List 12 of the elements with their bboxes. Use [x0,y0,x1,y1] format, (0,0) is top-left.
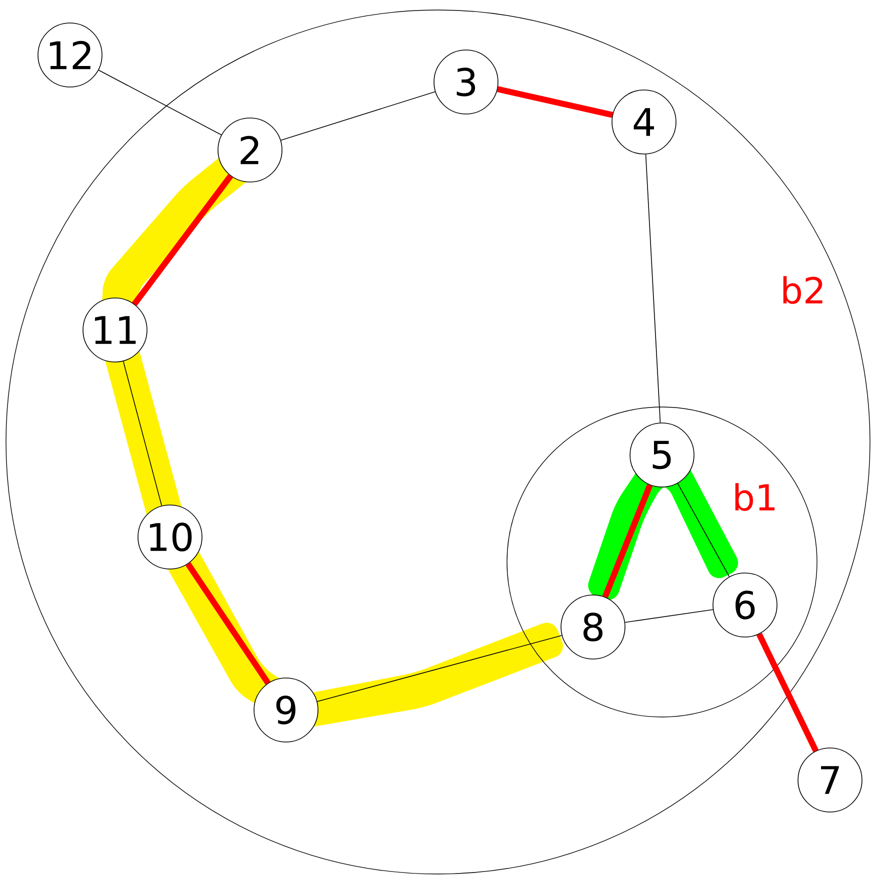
edge-line [132,174,233,306]
edge-line [624,609,714,623]
edge-line [677,482,730,578]
edge-line [645,154,661,424]
edge-line [756,632,819,752]
edge-line [186,562,270,685]
edge-line [280,91,436,141]
edge-line [316,635,562,702]
edge-line [496,86,614,118]
edge-line [602,484,653,598]
edge-line [98,70,222,136]
edge-line [122,360,162,506]
